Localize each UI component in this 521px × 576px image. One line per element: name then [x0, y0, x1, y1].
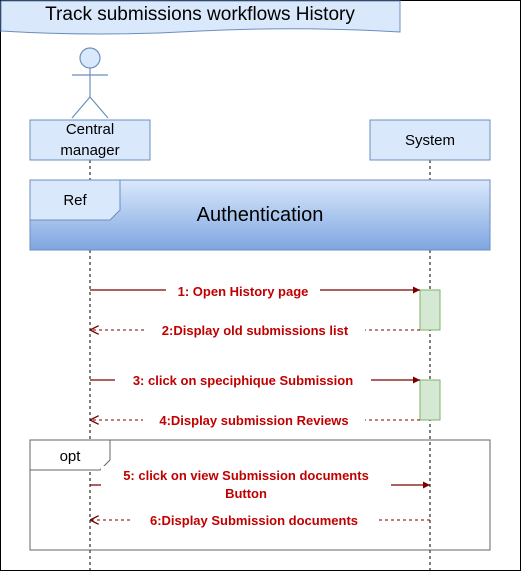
- message-1: 1: Open History page: [90, 283, 420, 299]
- activation-bar-1: [419, 289, 441, 331]
- activation-bar-2: [419, 379, 441, 421]
- message-1-label: 1: Open History page: [178, 284, 309, 299]
- message-6: 6:Display Submission documents: [90, 513, 430, 528]
- system-header: System: [369, 119, 491, 161]
- ref-tag: Ref: [63, 192, 87, 209]
- manager-label-line1: Central: [66, 121, 114, 138]
- message-4: 4:Display submission Reviews: [90, 413, 420, 428]
- ref-title: Authentication: [197, 204, 324, 226]
- opt-fragment: opt: [29, 439, 491, 551]
- message-2-label: 2:Display old submissions list: [162, 323, 349, 338]
- ref-fragment: Ref Authentication: [29, 179, 491, 251]
- manager-header: Central manager: [29, 119, 151, 161]
- ref-tag-box: [29, 179, 121, 221]
- message-2: 2:Display old submissions list: [90, 323, 420, 338]
- message-5-label-line2: Button: [225, 486, 267, 501]
- message-5: 5: click on view Submission documents Bu…: [90, 466, 430, 502]
- title-banner: Track submissions workflows History: [0, 0, 401, 35]
- system-label: System: [405, 132, 455, 149]
- message-4-label: 4:Display submission Reviews: [159, 413, 348, 428]
- message-3-label: 3: click on speciphique Submission: [133, 373, 353, 388]
- actor-icon: [71, 47, 109, 119]
- opt-tag: opt: [60, 448, 82, 465]
- manager-label-line2: manager: [60, 142, 119, 159]
- diagram-title: Track submissions workflows History: [45, 4, 355, 25]
- message-3: 3: click on speciphique Submission: [90, 373, 420, 388]
- message-6-label: 6:Display Submission documents: [150, 513, 358, 528]
- message-5-label-line1: 5: click on view Submission documents: [123, 468, 369, 483]
